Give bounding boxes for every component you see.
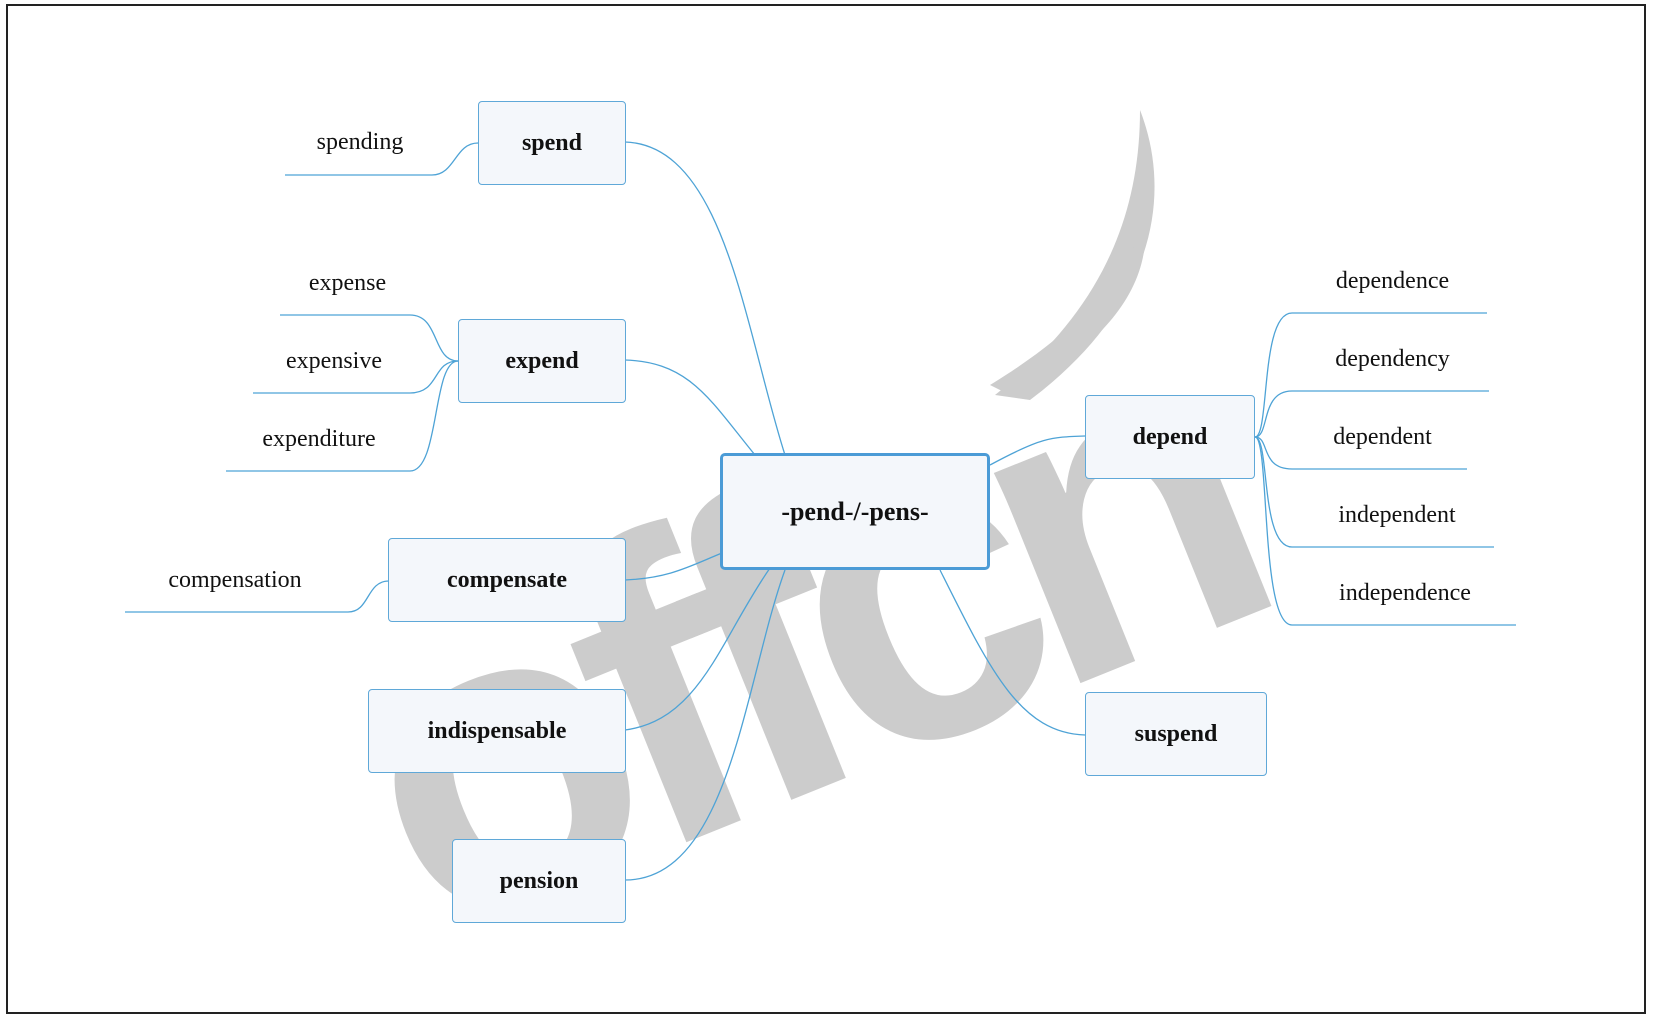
leaf-independence[interactable]: independence [1339,580,1471,606]
leaf-dependency[interactable]: dependency [1335,346,1450,372]
connector-root-expend [624,359,756,456]
branch-depend[interactable]: depend [1085,395,1255,479]
leaf-dependence[interactable]: dependence [1335,268,1450,294]
leaf-spending[interactable]: spending [316,129,404,155]
connector-expend-expensive [253,360,459,394]
connector-root-depend [989,435,1086,466]
connector-expend-expense [280,314,459,362]
connector-root-compensate [624,552,723,581]
connector-depend-dependence [1254,312,1487,438]
leaf-dependent[interactable]: dependent [1333,424,1432,450]
connector-depend-independent [1254,436,1494,548]
root-node[interactable]: -pend-/-pens- [720,453,990,570]
connector-root-spend [624,141,786,456]
branch-expend[interactable]: expend [458,319,626,403]
leaf-independent[interactable]: independent [1338,502,1456,528]
connector-spend-spending [285,142,479,176]
connector-depend-dependency [1254,390,1489,438]
connector-root-pension [624,569,786,881]
connector-depend-independence [1254,436,1516,626]
leaf-expensive[interactable]: expensive [286,348,382,374]
watermark-swoosh-2 [990,225,1146,395]
connector-expend-expenditure [226,360,459,472]
branch-compensate[interactable]: compensate [388,538,626,622]
branch-suspend[interactable]: suspend [1085,692,1267,776]
connector-root-suspend [939,569,1086,736]
branch-spend[interactable]: spend [478,101,626,185]
connector-compensate-compensation [125,580,390,613]
connector-root-indispensable [624,567,771,731]
leaf-expense[interactable]: expense [308,270,387,296]
leaf-compensation[interactable]: compensation [168,567,302,593]
leaf-expenditure[interactable]: expenditure [262,426,376,452]
connector-depend-dependent [1254,436,1467,470]
branch-indispensable[interactable]: indispensable [368,689,626,773]
branch-pension[interactable]: pension [452,839,626,923]
